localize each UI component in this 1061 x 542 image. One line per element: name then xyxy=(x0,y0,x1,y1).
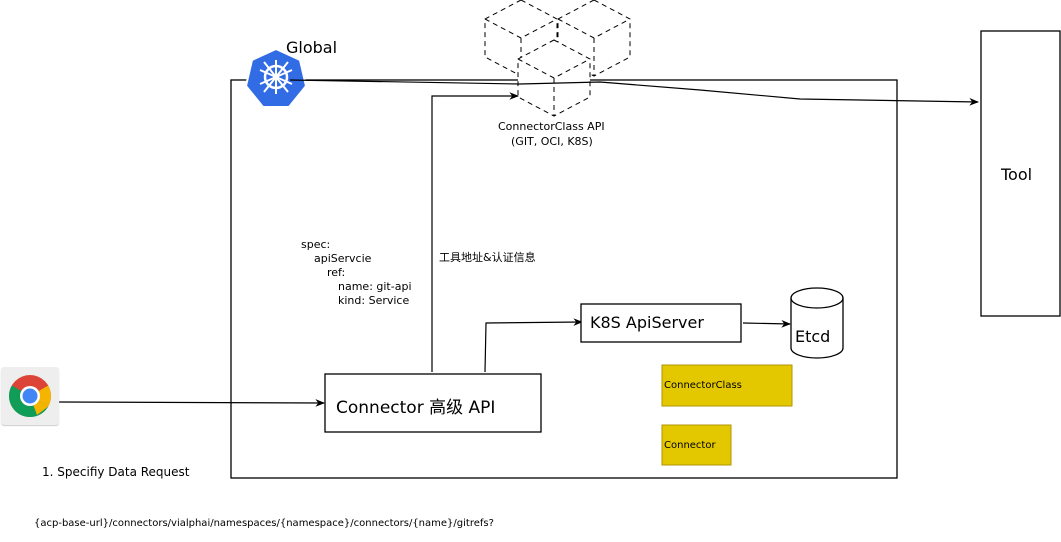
spec-line5: kind: Service xyxy=(338,294,410,307)
etcd-label: Etcd xyxy=(795,327,831,346)
connector-label: Connector xyxy=(664,440,716,451)
spec-line3: ref: xyxy=(327,266,346,279)
database-icon xyxy=(790,287,844,359)
connector-box xyxy=(661,424,732,466)
chrome-icon xyxy=(8,375,52,418)
cubes-icon xyxy=(484,0,631,117)
connector-api-label: Connector 高级 API xyxy=(336,398,496,418)
tool-address-label: 工具地址&认证信息 xyxy=(439,251,536,264)
arrow-connector-to-classapi xyxy=(431,92,519,372)
url-label: {acp-base-url}/connectors/vialphai/names… xyxy=(34,518,494,529)
arrow-global-to-tool xyxy=(289,79,979,106)
spec-line2: apiServcie xyxy=(314,252,372,265)
tool-label: Tool xyxy=(1001,165,1033,184)
tool-box xyxy=(980,30,1061,317)
spec-line4: name: git-api xyxy=(338,280,412,293)
k8s-apiserver-label: K8S ApiServer xyxy=(590,313,704,332)
arrow-browser-to-connector xyxy=(58,399,325,407)
k8s-apiserver-box xyxy=(580,303,742,343)
kubernetes-icon xyxy=(244,47,308,108)
connector-api-box xyxy=(324,373,542,433)
connector-class-api-line2: (GIT, OCI, K8S) xyxy=(511,135,593,148)
arrow-connector-to-apiserver xyxy=(484,318,583,373)
arrow-apiserver-to-etcd xyxy=(742,319,791,328)
connector-class-api-line1: ConnectorClass API xyxy=(498,120,605,133)
spec-line1: spec: xyxy=(301,238,331,251)
step1-label: 1. Specifiy Data Request xyxy=(42,465,190,479)
connector-class-box xyxy=(661,364,793,407)
connector-class-label: ConnectorClass xyxy=(664,380,742,391)
global-label: Global xyxy=(286,38,338,57)
